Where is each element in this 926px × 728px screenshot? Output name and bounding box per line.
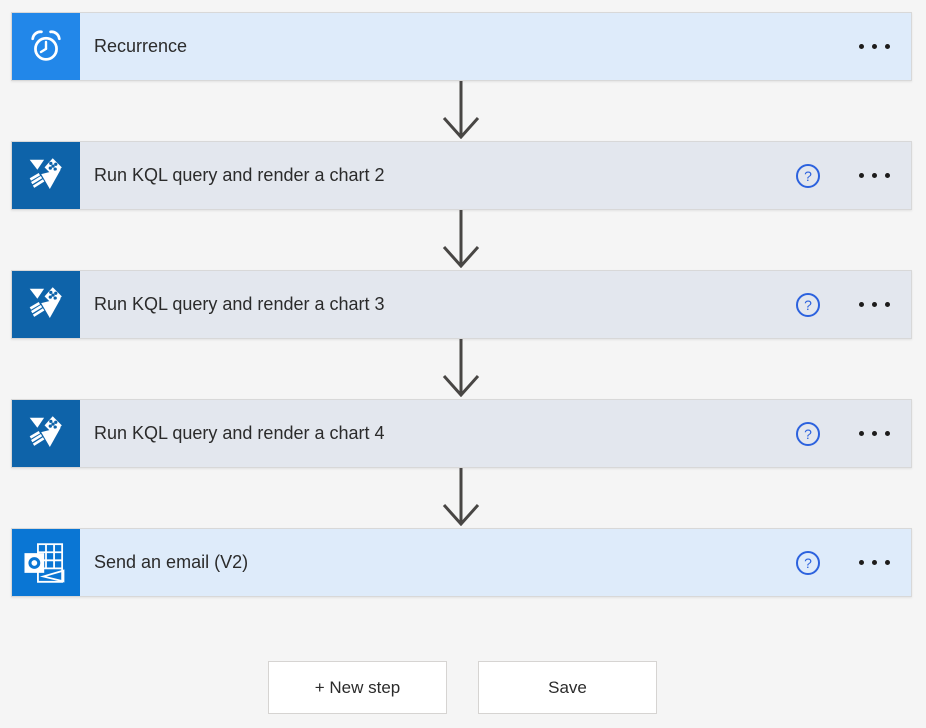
help-button[interactable]: ? [796,163,820,188]
question-mark-icon: ? [804,554,812,571]
help-button[interactable]: ? [796,550,820,575]
step-title: Recurrence [94,36,188,56]
ellipsis-icon [872,431,877,436]
workflow-step-card-kql-chart-4[interactable]: Run KQL query and render a chart 4 ? [11,399,912,468]
step-title: Run KQL query and render a chart 3 [94,294,385,314]
question-mark-icon: ? [804,167,812,184]
ellipsis-icon [885,173,890,178]
workflow-step-card-kql-chart-2[interactable]: Run KQL query and render a chart 2 ? [11,141,912,210]
ellipsis-icon [872,173,877,178]
azure-data-explorer-icon [12,271,80,338]
azure-data-explorer-icon [12,400,80,467]
workflow-step-card-send-email[interactable]: Send an email (V2) ? [11,528,912,597]
step-title: Run KQL query and render a chart 4 [94,423,385,443]
save-button[interactable]: Save [478,661,657,714]
workflow-step-card-recurrence[interactable]: Recurrence [11,12,912,81]
help-button[interactable]: ? [796,292,820,317]
more-options-button[interactable] [857,425,892,442]
question-mark-icon: ? [804,296,812,313]
ellipsis-icon [885,560,890,565]
insert-step-arrow[interactable] [441,81,481,139]
card-actions: ? [796,550,892,575]
new-step-button[interactable]: + New step [268,661,447,714]
ellipsis-icon [859,44,864,49]
ellipsis-icon [859,302,864,307]
ellipsis-icon [885,44,890,49]
more-options-button[interactable] [857,167,892,184]
more-options-button[interactable] [857,554,892,571]
ellipsis-icon [872,560,877,565]
ellipsis-icon [859,431,864,436]
ellipsis-icon [859,560,864,565]
ellipsis-icon [885,302,890,307]
insert-step-arrow[interactable] [441,339,481,397]
step-title: Send an email (V2) [94,552,249,572]
insert-step-arrow[interactable] [441,468,481,526]
more-options-button[interactable] [857,38,892,55]
help-button[interactable]: ? [796,421,820,446]
workflow-step-card-kql-chart-3[interactable]: Run KQL query and render a chart 3 ? [11,270,912,339]
ellipsis-icon [872,44,877,49]
card-actions: ? [796,421,892,446]
azure-data-explorer-icon [12,142,80,209]
card-actions: ? [796,292,892,317]
more-options-button[interactable] [857,296,892,313]
card-actions: ? [796,163,892,188]
outlook-icon [12,529,80,596]
question-mark-icon: ? [804,425,812,442]
card-actions [857,38,892,55]
ellipsis-icon [872,302,877,307]
ellipsis-icon [885,431,890,436]
alarm-clock-icon [12,13,80,80]
step-title: Run KQL query and render a chart 2 [94,165,385,185]
insert-step-arrow[interactable] [441,210,481,268]
ellipsis-icon [859,173,864,178]
